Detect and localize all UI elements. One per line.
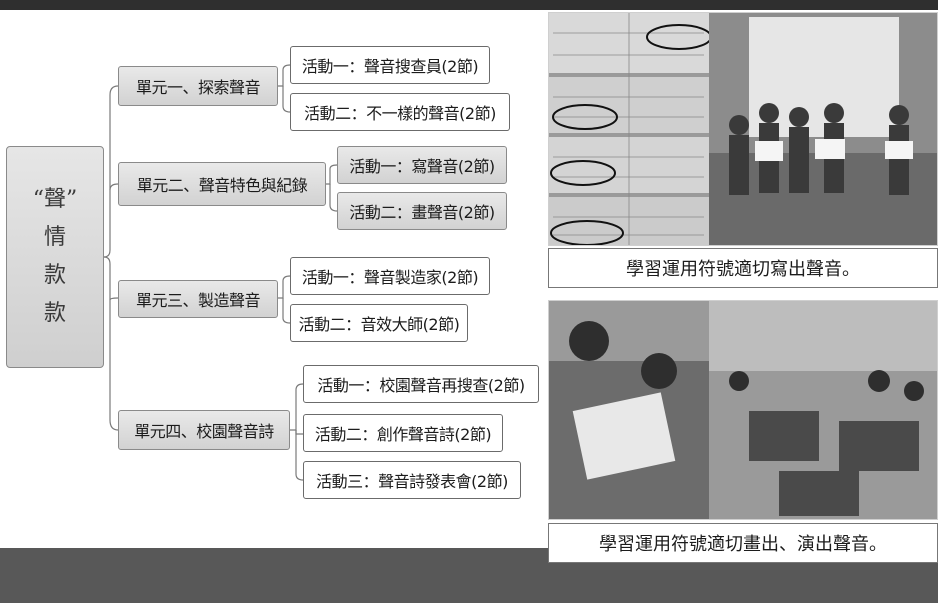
root-char-3: 款	[43, 263, 66, 288]
unit-3-node: 單元三、製造聲音	[118, 280, 278, 318]
root-char-2: 情	[43, 225, 66, 250]
unit-3-activity-1: 活動一：聲音製造家(2節)	[290, 257, 490, 295]
unit-3-activity-2: 活動二：音效大師(2節)	[290, 304, 468, 342]
unit-4-activity-3: 活動三：聲音詩發表會(2節)	[303, 461, 521, 499]
connector-root-unit3	[109, 297, 119, 301]
connector-root-unit4	[103, 256, 119, 431]
photo-writing-sounds-image	[549, 13, 937, 245]
root-node-sound-feelings: “聲” 情 款 款	[6, 146, 104, 368]
caption-top: 學習運用符號適切寫出聲音。	[548, 248, 938, 288]
connector-root-unit2	[109, 183, 119, 191]
top-bar	[0, 0, 938, 10]
unit-2-activity-2: 活動二：畫聲音(2節)	[337, 192, 507, 230]
unit-2-node: 單元二、聲音特色與紀錄	[118, 162, 326, 206]
unit-1-activity-2: 活動二：不一樣的聲音(2節)	[290, 93, 510, 131]
caption-bottom: 學習運用符號適切畫出、演出聲音。	[548, 523, 938, 563]
unit-4-activity-1: 活動一：校園聲音再搜查(2節)	[303, 365, 539, 403]
connector-root-unit1	[103, 85, 119, 258]
photo-writing-sounds	[548, 12, 938, 246]
root-char-1: “聲”	[32, 187, 78, 212]
unit-1-node: 單元一、探索聲音	[118, 66, 278, 106]
unit-4-activity-2: 活動二：創作聲音詩(2節)	[303, 414, 503, 452]
unit-2-activity-1: 活動一：寫聲音(2節)	[337, 146, 507, 184]
photo-drawing-acting-sounds	[548, 300, 938, 520]
unit-1-activity-1: 活動一：聲音搜查員(2節)	[290, 46, 490, 84]
photo-drawing-acting-sounds-image	[549, 301, 937, 519]
root-char-4: 款	[43, 301, 66, 326]
unit-4-node: 單元四、校園聲音詩	[118, 410, 290, 450]
